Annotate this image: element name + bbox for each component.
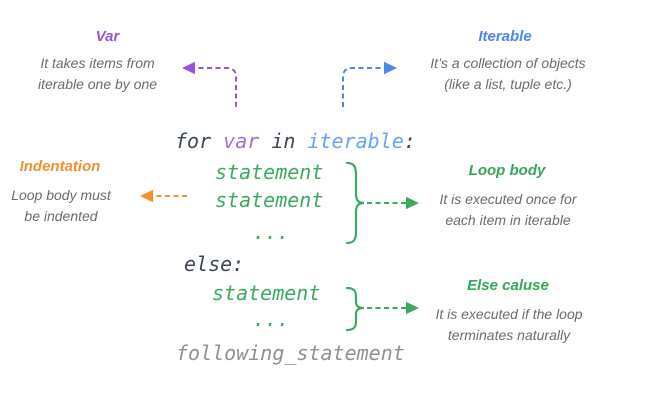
code-line-else: else: [184,252,245,276]
indentation-arrow [140,189,187,203]
var-arrow [182,61,237,107]
else-clause-desc-line2: terminates naturally [447,327,571,343]
indentation-desc-line2: be indented [24,208,98,224]
code-line-ellipsis-1: ... [253,220,290,244]
indentation-desc-line1: Loop body must [11,187,111,203]
code-line-statement-1: statement [215,160,324,184]
var-annotation-desc: It takes items from iterable one by one [15,53,180,95]
else-clause-desc-line1: It is executed if the loop [435,306,583,322]
code-line-statement-2: statement [215,188,324,212]
token-iterable: iterable [307,129,404,153]
else-clause-arrow [367,301,419,315]
indentation-annotation-desc: Loop body must be indented [0,185,122,227]
keyword-for: for [175,129,224,153]
loop-body-annotation-desc: It is executed once for each item in ite… [418,189,598,231]
loop-body-arrow [367,196,419,210]
code-line-ellipsis-2: ... [253,307,290,331]
code-line-following-statement: following_statement [176,341,405,365]
else-clause-annotation-label: Else caluse [467,277,549,294]
indentation-annotation-label: Indentation [19,158,101,175]
code-line-for: for var in iterable: [175,129,416,153]
code-line-statement-3: statement [212,281,321,305]
iterable-arrow [342,61,397,107]
else-clause-brace [345,286,365,332]
loop-body-desc-line1: It is executed once for [439,191,577,207]
token-colon: : [403,129,416,153]
iterable-annotation-desc: It’s a collection of objects (like a lis… [418,53,598,95]
keyword-in: in [259,129,308,153]
else-clause-annotation-desc: It is executed if the loop terminates na… [419,304,599,346]
iterable-desc-line2: (like a list, tuple etc.) [444,76,572,92]
iterable-annotation-label: Iterable [478,28,532,45]
token-var: var [223,129,260,153]
var-desc-line1: It takes items from [40,55,155,71]
loop-body-desc-line2: each item in iterable [445,212,571,228]
iterable-desc-line1: It’s a collection of objects [430,55,586,71]
var-desc-line2: iterable one by one [37,76,158,92]
loop-body-brace [345,161,365,245]
loop-body-annotation-label: Loop body [468,162,546,179]
var-annotation-label: Var [95,28,120,45]
